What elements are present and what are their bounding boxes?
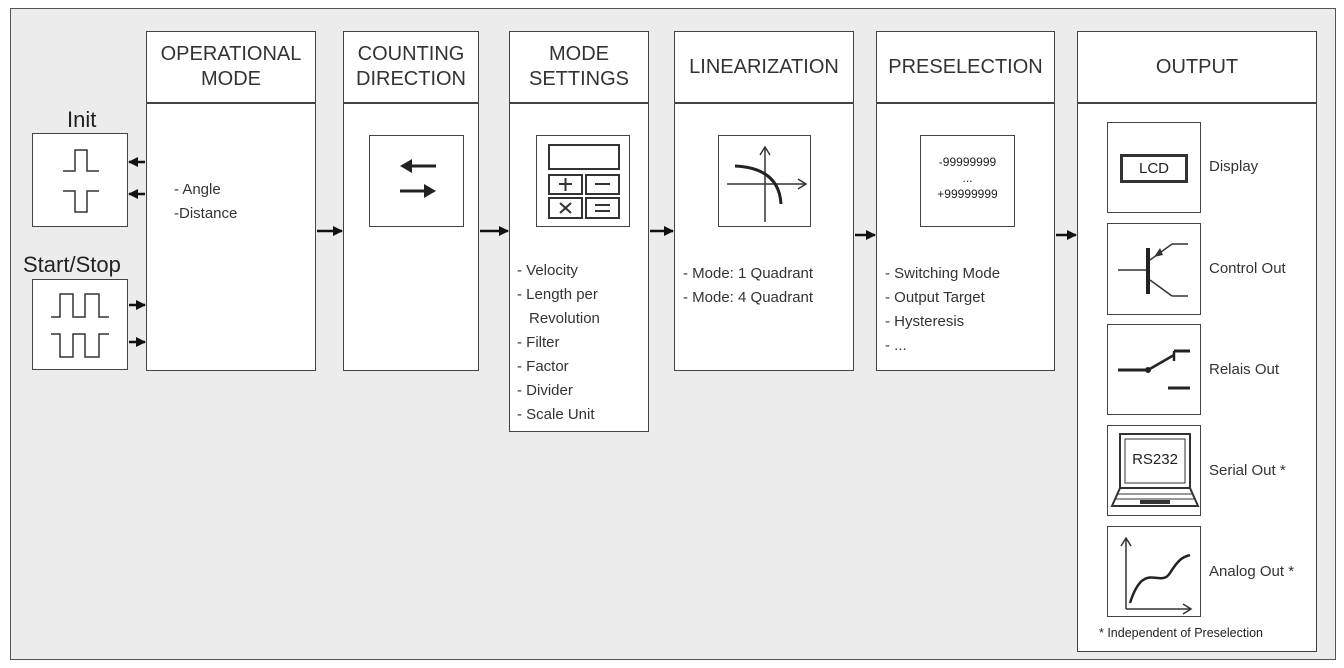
header-mode-settings: MODE SETTINGS: [509, 31, 649, 103]
analog-out-icon-box: [1107, 526, 1201, 617]
mode-settings-list: - Velocity - Length per Revolution - Fil…: [517, 259, 600, 427]
display-icon-box: LCD: [1107, 122, 1201, 213]
relais-out-icon-box: [1107, 324, 1201, 415]
header-operational-mode: OPERATIONAL MODE: [146, 31, 316, 103]
control-out-icon-box: [1107, 223, 1201, 315]
list-item: - Filter: [517, 334, 560, 351]
init-signal-box: [32, 133, 128, 227]
list-item: -Distance: [174, 205, 238, 222]
startstop-label: Start/Stop: [23, 252, 121, 278]
startstop-label-text: Start/Stop: [23, 252, 121, 277]
list-item: - Mode: 1 Quadrant: [683, 265, 814, 282]
range-ellipsis: ...: [962, 171, 973, 185]
list-item: - Length per: [517, 286, 598, 303]
preselection-range-box: -99999999 ... +99999999: [920, 135, 1015, 227]
operational-mode-list: - Angle -Distance: [174, 178, 237, 226]
diagram-canvas: Init Start/Stop OPERATIONAL MODE COUNTIN…: [10, 8, 1336, 660]
preselection-list: - Switching Mode - Output Target - Hyste…: [885, 262, 1000, 358]
list-item: - Divider: [517, 382, 573, 399]
header-preselection: PRESELECTION: [876, 31, 1055, 103]
serial-out-icon-box: RS232: [1107, 425, 1201, 516]
mode-settings-panel: - Velocity - Length per Revolution - Fil…: [509, 103, 649, 432]
init-label-text: Init: [67, 107, 97, 132]
rs232-text: RS232: [1132, 451, 1178, 468]
output-label-relais-out: Relais Out: [1209, 361, 1280, 378]
operational-mode-panel: - Angle -Distance: [146, 103, 316, 371]
output-label-control-out: Control Out: [1209, 260, 1286, 277]
header-counting-direction: COUNTING DIRECTION: [343, 31, 479, 103]
inverse-curve-icon: [727, 145, 808, 222]
list-item: - Angle: [174, 181, 221, 198]
flow-arrows: [128, 157, 1077, 347]
list-item: Revolution: [529, 310, 600, 327]
relay-switch-icon: [1118, 349, 1190, 390]
list-item: - Velocity: [517, 262, 578, 279]
counting-direction-panel: [343, 103, 479, 371]
header-output: OUTPUT: [1077, 31, 1317, 103]
init-pulse-icon: [63, 149, 99, 213]
output-panel: LCD Display Control Out: [1077, 103, 1317, 652]
range-min: -99999999: [938, 155, 997, 169]
laptop-icon: [1110, 433, 1200, 507]
header-linearization: LINEARIZATION: [674, 31, 854, 103]
list-item: - Output Target: [885, 289, 985, 306]
startstop-pulse-icon: [51, 293, 109, 358]
output-label-serial-out: Serial Out *: [1209, 462, 1286, 479]
linearization-panel: - Mode: 1 Quadrant - Mode: 4 Quadrant: [674, 103, 854, 371]
list-item: - Scale Unit: [517, 406, 595, 423]
lcd-icon: LCD: [1120, 154, 1188, 183]
linearization-list: - Mode: 1 Quadrant - Mode: 4 Quadrant: [683, 262, 813, 310]
output-footnote: * Independent of Preselection: [1099, 626, 1264, 640]
list-item: - Factor: [517, 358, 569, 375]
analog-curve-icon: [1120, 536, 1193, 615]
output-label-display: Display: [1209, 158, 1259, 175]
list-item: - ...: [885, 337, 907, 354]
preselection-panel: -99999999 ... +99999999 - Switching Mode…: [876, 103, 1055, 371]
output-label-analog-out: Analog Out *: [1209, 563, 1295, 580]
left-right-arrows-icon: [400, 159, 436, 198]
list-item: - Hysteresis: [885, 313, 965, 330]
direction-icon-box: [369, 135, 464, 227]
calculator-icon: [548, 144, 620, 219]
list-item: - Switching Mode: [885, 265, 1001, 282]
init-label: Init: [67, 107, 96, 133]
range-max: +99999999: [937, 187, 998, 201]
calculator-icon-box: [536, 135, 630, 227]
list-item: - Mode: 4 Quadrant: [683, 289, 814, 306]
curve-icon-box: [718, 135, 811, 227]
startstop-signal-box: [32, 279, 128, 370]
transistor-icon: [1118, 243, 1188, 297]
